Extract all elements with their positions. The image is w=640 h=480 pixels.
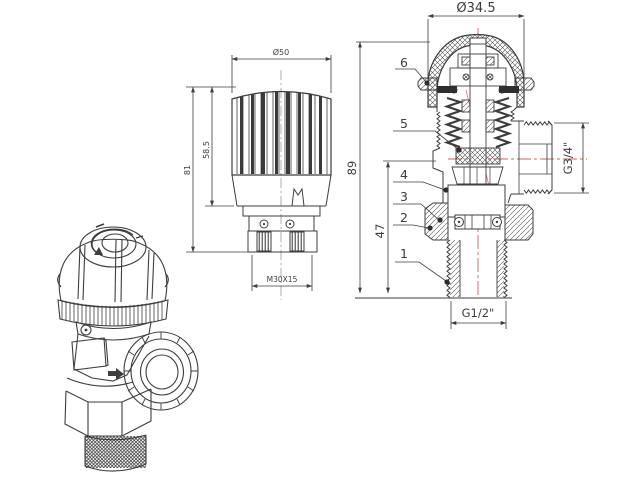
valve-body-section [432,106,518,218]
spring-right [492,96,513,149]
tail-thread-section [355,239,512,299]
svg-text:2: 2 [400,210,408,225]
iso-valve-body [71,321,152,382]
union-nut-section [424,202,534,241]
iso-head-dial [79,223,147,268]
dial-arrow-icon [94,247,103,255]
callout-6: 6 [395,55,430,86]
iso-hex-nut [64,377,152,437]
dim-label-dia34-5: Ø34.5 [456,1,495,16]
callout-1: 1 [395,246,450,285]
front-head-lower [231,174,332,253]
valve-mechanism-section [437,43,519,193]
dim-label-dia50: Ø50 [273,47,289,57]
dim-thread-g34: G3/4" [554,122,589,194]
svg-text:1: 1 [400,246,408,261]
dim-thread-g12: G1/2" [450,301,507,329]
dim-label-89: 89 [345,161,359,176]
svg-text:3: 3 [400,189,408,204]
dim-label-m30x15: M30X15 [267,275,298,284]
callout-2: 2 [393,210,433,231]
m30-ring-nut [247,230,318,253]
dim-label-58-5: 58.5 [202,141,211,159]
callouts: 6 5 4 3 2 1 [393,55,462,285]
callout-5: 5 [393,116,462,153]
valve-seat-section [455,147,501,165]
dim-height-81: 81 [183,86,250,253]
isometric-view [57,223,199,472]
side-port-section [507,120,553,204]
dim-height-58-5: 58.5 [186,86,236,207]
dim-diameter-50: Ø50 [231,47,332,93]
dim-label-81: 81 [183,165,192,175]
dim-height-89: 89 [345,41,430,294]
iso-side-port-ring [123,331,199,411]
section-view: Ø34.5 89 47 G3/4" G1/2" 6 [345,1,589,329]
dim-label-g12: G1/2" [462,306,495,320]
setting-notch [291,187,305,207]
svg-text:6: 6 [400,55,408,70]
dim-label-g34: G3/4" [561,142,575,175]
callout-3: 3 [393,189,443,223]
cap-section [417,33,535,108]
svg-text:4: 4 [400,167,408,182]
dim-diameter-34-5: Ø34.5 [427,1,525,80]
iso-head-cap [57,238,169,308]
front-head-ribs [231,90,332,176]
dim-thread-m30: M30X15 [251,255,313,291]
dim-label-47: 47 [373,224,387,239]
spring-left [443,96,464,149]
flow-arrow-icon [108,368,124,380]
iso-threaded-tail [84,434,147,472]
front-view: Ø50 58.5 81 M30X15 [183,47,332,300]
dim-height-47: 47 [373,160,436,294]
callout-4: 4 [393,167,449,193]
iso-ribbed-collar [57,299,169,327]
svg-text:5: 5 [400,116,408,131]
